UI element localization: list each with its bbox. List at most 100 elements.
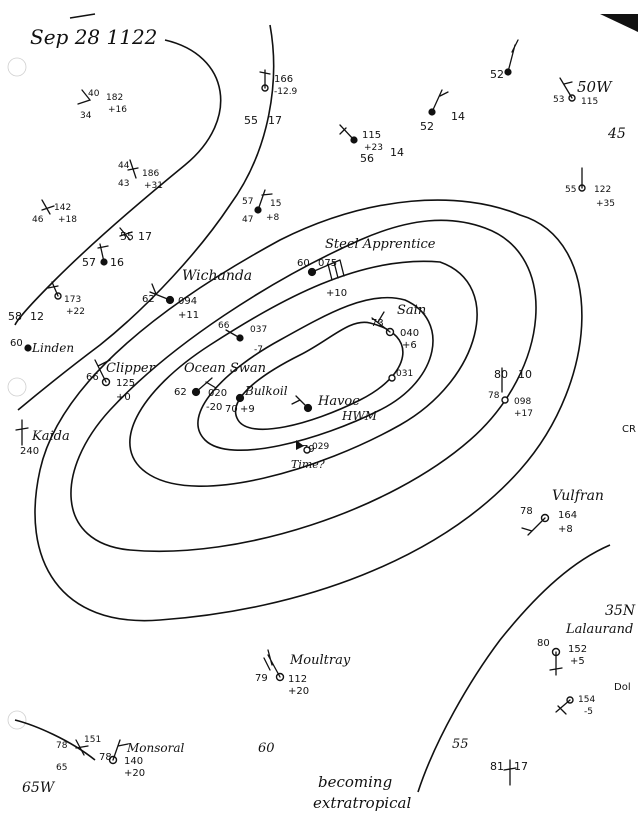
svg-text:Monsoral: Monsoral — [126, 741, 185, 755]
svg-text:037: 037 — [250, 325, 267, 335]
svg-text:+20: +20 — [288, 686, 309, 697]
svg-text:43: 43 — [118, 179, 129, 189]
svg-text:112: 112 — [288, 674, 307, 685]
svg-text:-12.9: -12.9 — [274, 87, 298, 97]
svg-text:Steel Apprentice: Steel Apprentice — [325, 237, 436, 252]
svg-text:+16: +16 — [108, 105, 127, 115]
svg-text:60: 60 — [297, 258, 310, 269]
svg-text:094: 094 — [178, 296, 197, 307]
note-extratropical: extratropical — [313, 794, 411, 812]
station-moultray: Moultray 79 112 +20 — [255, 649, 351, 697]
station-plot-west-3: 142 46 +18 — [32, 199, 77, 225]
station-lalaurand: Lalaurand 80 152 +5 — [537, 622, 633, 676]
svg-text:Dol: Dol — [614, 682, 631, 693]
svg-text:-5: -5 — [584, 707, 593, 717]
station-plot-southeast-2: 154 -5 Dol — [555, 682, 631, 717]
station-plot-upper-left-1: 40 182 34 +16 — [77, 89, 127, 121]
svg-text:182: 182 — [106, 93, 123, 103]
latitude-45: 45 — [607, 126, 626, 142]
station-plot-top-center: 166 -12.9 55 17 — [244, 69, 298, 127]
longitude-65w: 65W — [22, 780, 56, 796]
svg-text:+5: +5 — [570, 656, 585, 667]
svg-text:+31: +31 — [144, 181, 163, 191]
svg-text:55: 55 — [244, 114, 258, 127]
svg-text:52: 52 — [420, 120, 434, 133]
svg-text:142: 142 — [54, 203, 71, 213]
station-plot-east-3: 78 098 +17 — [488, 391, 533, 419]
svg-text:73: 73 — [371, 318, 384, 329]
svg-text:44: 44 — [118, 161, 130, 171]
longitude-50w: 50W — [577, 78, 613, 96]
svg-text:62: 62 — [142, 294, 155, 305]
svg-text:66: 66 — [86, 372, 99, 383]
svg-text:+17: +17 — [514, 409, 533, 419]
station-havoc: Havoc 79 HWM Time? — [291, 394, 378, 471]
latitude-35n: 35N — [605, 603, 636, 619]
station-sain: Sain 73 040 +6 — [371, 303, 426, 351]
station-plot-west-2: 57 16 — [82, 243, 124, 269]
svg-text:075: 075 — [318, 258, 337, 269]
isobar-label-60: 60 — [258, 741, 275, 756]
isobar-ring-1 — [34, 199, 583, 622]
time-query: Time? — [291, 458, 325, 471]
svg-text:17: 17 — [138, 230, 152, 243]
svg-text:+11: +11 — [178, 310, 199, 321]
station-plot-west-4: 173 +22 58 12 — [8, 281, 85, 323]
station-plot-upper-left-2: 44 186 43 +31 — [118, 159, 163, 191]
svg-text:151: 151 — [84, 735, 101, 745]
svg-text:Vulfran: Vulfran — [552, 488, 604, 504]
svg-text:+18: +18 — [58, 215, 77, 225]
svg-text:78: 78 — [520, 506, 533, 517]
svg-text:17: 17 — [514, 760, 528, 773]
svg-text:81: 81 — [490, 760, 504, 773]
svg-text:57: 57 — [82, 256, 96, 269]
svg-text:+20: +20 — [124, 768, 145, 779]
svg-text:55: 55 — [565, 185, 576, 195]
svg-text:52: 52 — [490, 68, 504, 81]
isobar-ring-5 — [234, 321, 404, 431]
svg-text:+10: +10 — [326, 288, 347, 299]
station-wichanda: Wichanda 62 094 +11 — [142, 268, 252, 321]
svg-text:16: 16 — [110, 256, 124, 269]
svg-text:Kaida: Kaida — [31, 429, 70, 444]
station-plot-upper-mid: 115 +23 56 14 — [339, 124, 404, 165]
station-monsoral: Monsoral 78 140 +20 — [99, 739, 185, 779]
svg-text:78: 78 — [488, 391, 500, 401]
svg-text:62: 62 — [174, 387, 187, 398]
isobar-outer-right — [17, 24, 611, 793]
svg-text:Wichanda: Wichanda — [182, 268, 252, 284]
station-plot-east-2: 80 10 — [494, 367, 532, 393]
isobar-outer-left — [14, 39, 222, 326]
svg-text:55: 55 — [120, 230, 134, 243]
svg-text:40: 40 — [88, 89, 100, 99]
isobar-ring-3 — [129, 260, 478, 487]
svg-text:Moultray: Moultray — [289, 653, 351, 668]
edge-mark-cr: CR — [622, 424, 636, 435]
svg-text:60: 60 — [10, 338, 23, 349]
svg-text:164: 164 — [558, 510, 577, 521]
station-ocean-swan: Ocean Swan 62 020 -20 — [174, 361, 266, 413]
station-plot-center-1: 66 037 -7 — [218, 321, 267, 355]
svg-text:66: 66 — [218, 321, 230, 331]
svg-text:029: 029 — [312, 442, 329, 452]
svg-text:65: 65 — [56, 763, 67, 773]
svg-text:+8: +8 — [266, 213, 280, 223]
binder-hole-middle — [7, 377, 27, 397]
svg-text:186: 186 — [142, 169, 159, 179]
svg-text:17: 17 — [268, 114, 282, 127]
station-plot-center-2: 029 — [303, 442, 329, 454]
svg-text:+6: +6 — [402, 340, 417, 351]
svg-text:240: 240 — [20, 446, 39, 457]
svg-text:166: 166 — [274, 74, 293, 85]
svg-text:10: 10 — [518, 368, 532, 381]
svg-text:+0: +0 — [116, 392, 131, 403]
isobar-bottom-left — [14, 719, 96, 761]
station-plot-left-cluster: 57 15 47 +8 — [242, 189, 281, 225]
svg-text:70: 70 — [225, 404, 238, 415]
station-plot-southwest-1: 78 151 65 — [56, 735, 101, 773]
svg-text:+8: +8 — [558, 524, 573, 535]
svg-text:Bulkoil: Bulkoil — [244, 384, 288, 398]
svg-text:15: 15 — [270, 199, 281, 209]
svg-text:-20: -20 — [206, 402, 222, 413]
